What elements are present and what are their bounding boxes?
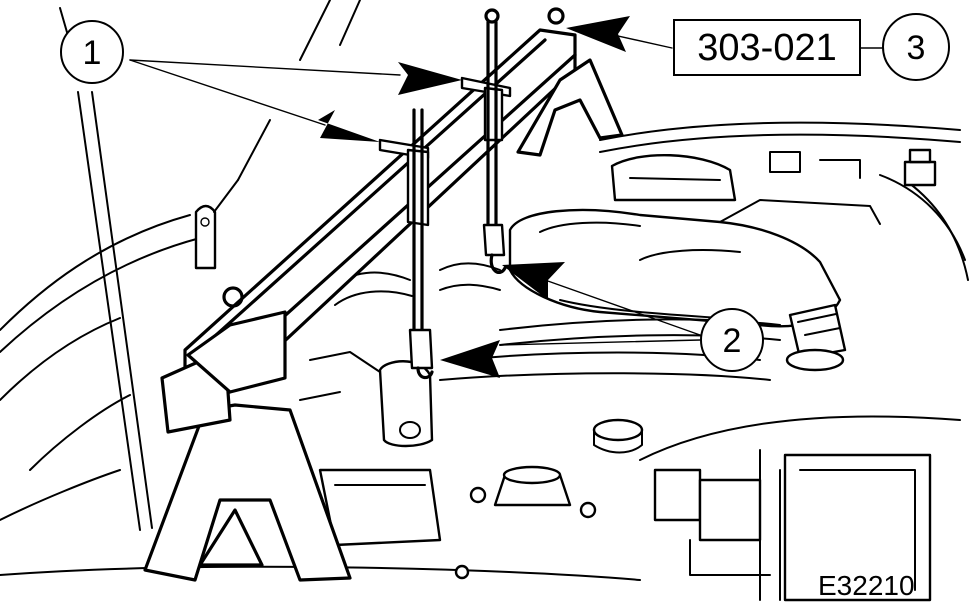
callout-3: 3 [859,13,950,81]
tool-code-box [673,19,861,76]
callout-3-number: 3 [907,29,926,67]
tool-code-label: 303-021 [673,19,861,76]
arrowhead-1b [398,62,462,95]
arrowhead-1a [318,110,380,142]
arrowhead-2b [502,262,565,300]
tool-code-text: 303-021 [697,27,836,69]
callout-1: 1 [60,20,124,84]
arrowhead-3 [566,16,630,52]
lifting-rods [408,8,507,380]
callout-1-circle [60,20,124,84]
callout-2-number: 2 [723,322,742,360]
arrowhead-2a [440,340,500,378]
callout-2: 2 [700,308,764,372]
callout-2-circle [700,308,764,372]
callout-3-circle [882,13,950,81]
callout-leaders [129,16,701,378]
callout-1-number: 1 [83,34,102,72]
figure-id: E32210 [818,570,915,601]
